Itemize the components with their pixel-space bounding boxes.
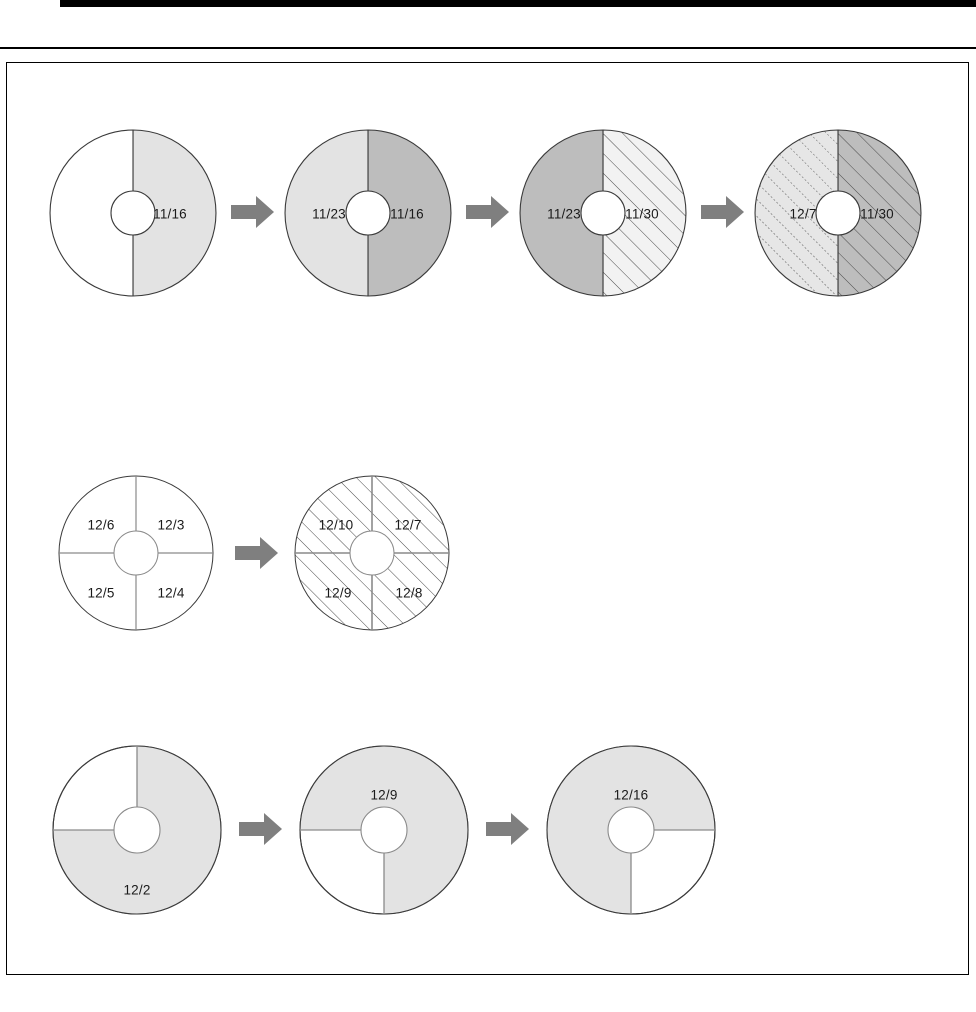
right-arrow-icon bbox=[486, 812, 530, 846]
segment-left[interactable] bbox=[754, 129, 839, 297]
quadrant-label-bottom-left: 12/5 bbox=[87, 585, 115, 601]
segment-label: 11/23 bbox=[312, 206, 346, 222]
segment-left[interactable] bbox=[519, 129, 604, 297]
donut-hole bbox=[110, 190, 156, 236]
row1-donut1[interactable]: 11/16 bbox=[43, 123, 223, 303]
header-divider-rule bbox=[0, 47, 976, 49]
segment-left[interactable] bbox=[284, 129, 369, 297]
row1-donut4[interactable]: 12/7 11/30 bbox=[748, 123, 928, 303]
row2-donut2[interactable]: 12/10 12/7 12/9 12/8 bbox=[287, 468, 457, 638]
segment-label: 11/16 bbox=[153, 206, 187, 222]
diagram-row-3: 12/2 12/9 bbox=[7, 738, 970, 928]
segment-label: 12/7 bbox=[789, 206, 817, 222]
quadrant-label-top-left: 12/6 bbox=[87, 517, 115, 533]
segment-label: 12/9 bbox=[370, 787, 398, 803]
donut-hole bbox=[113, 806, 161, 854]
segment-label: 11/23 bbox=[547, 206, 581, 222]
segment-right[interactable] bbox=[837, 129, 922, 297]
donut-hole bbox=[815, 190, 861, 236]
segment-right[interactable] bbox=[132, 129, 217, 297]
quadrant-label-top-left: 12/10 bbox=[318, 517, 354, 533]
diagram-row-1: 11/16 11/23 11/16 bbox=[7, 123, 970, 313]
row3-donut2[interactable]: 12/9 bbox=[292, 738, 476, 922]
row3-donut1[interactable]: 12/2 bbox=[45, 738, 229, 922]
diagram-row-2: 12/6 12/3 12/5 12/4 12/10 12/7 12/9 12/8 bbox=[7, 468, 970, 648]
top-black-bar bbox=[60, 0, 976, 7]
quadrant-label-top-right: 12/3 bbox=[157, 517, 185, 533]
segment-left[interactable] bbox=[49, 129, 134, 297]
donut-hole bbox=[113, 530, 159, 576]
segment-label: 11/30 bbox=[625, 206, 659, 222]
row2-donut1[interactable]: 12/6 12/3 12/5 12/4 bbox=[51, 468, 221, 638]
donut-hole bbox=[360, 806, 408, 854]
row1-donut3[interactable]: 11/23 11/30 bbox=[513, 123, 693, 303]
segment-label: 12/2 bbox=[123, 882, 151, 898]
quadrant-label-top-right: 12/7 bbox=[394, 517, 422, 533]
donut-hole bbox=[580, 190, 626, 236]
row1-donut2[interactable]: 11/23 11/16 bbox=[278, 123, 458, 303]
right-arrow-icon bbox=[231, 195, 275, 229]
right-arrow-icon bbox=[235, 536, 279, 570]
donut-hole bbox=[345, 190, 391, 236]
donut-hole bbox=[607, 806, 655, 854]
right-arrow-icon bbox=[239, 812, 283, 846]
right-arrow-icon bbox=[466, 195, 510, 229]
segment-label: 11/16 bbox=[390, 206, 424, 222]
segment-right[interactable] bbox=[367, 129, 452, 297]
segment-label: 11/30 bbox=[860, 206, 894, 222]
diagram-frame: 11/16 11/23 11/16 bbox=[6, 62, 969, 975]
quadrant-label-bottom-left: 12/9 bbox=[324, 585, 352, 601]
quadrant-label-bottom-right: 12/4 bbox=[157, 585, 185, 601]
donut-hole bbox=[349, 530, 395, 576]
row3-donut3[interactable]: 12/16 bbox=[539, 738, 723, 922]
segment-right[interactable] bbox=[602, 129, 687, 297]
right-arrow-icon bbox=[701, 195, 745, 229]
segment-label: 12/16 bbox=[613, 787, 649, 803]
quadrant-label-bottom-right: 12/8 bbox=[395, 585, 423, 601]
